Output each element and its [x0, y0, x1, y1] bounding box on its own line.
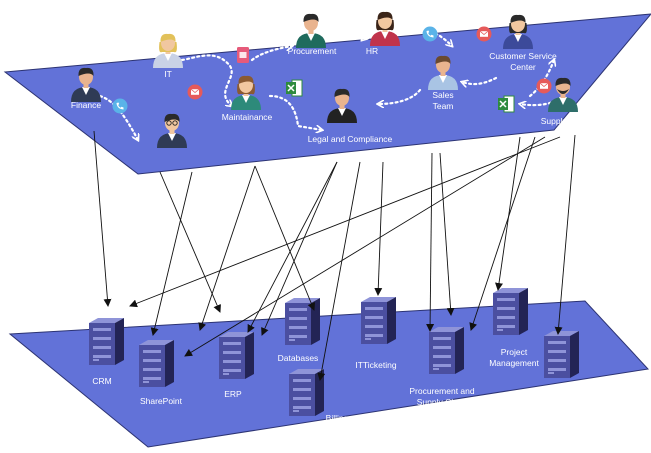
- mail-icon: [187, 84, 203, 100]
- system-crm: CRM: [89, 318, 124, 386]
- server-icon: [289, 369, 324, 416]
- server-icon: [89, 318, 124, 365]
- connection-maintainance-to-databases: [254, 165, 316, 311]
- department-label: Supply Chain: [541, 116, 592, 126]
- system-databases: Databases: [278, 298, 320, 363]
- mail-icon: [536, 78, 552, 94]
- department-label: Legal and Compliance: [308, 134, 393, 144]
- connection-legal-to-itticketing: [374, 161, 384, 296]
- system-hr-system: HR: [544, 331, 579, 400]
- person-icon: [428, 55, 458, 90]
- server-icon: [285, 298, 320, 345]
- workflow-path: [268, 94, 322, 130]
- communication-icons: [112, 26, 552, 114]
- department-label: Sales: [432, 90, 453, 100]
- departments: Finance IT Procurement HR Customer ServiceCe…: [71, 11, 592, 148]
- mail-icon: [476, 26, 492, 42]
- connections: [93, 130, 576, 381]
- connection-sales-to-procurement-supply: [439, 152, 455, 316]
- person-icon: [503, 14, 533, 49]
- system-label: ITTicketing: [355, 360, 397, 370]
- system-billing: Billing: [289, 369, 349, 423]
- department-finance-assistant: [157, 113, 187, 148]
- connection-supply-chain-to-procurement-supply: [469, 136, 536, 331]
- connection-legal-to-sharepoint: [247, 161, 338, 333]
- department-label: HR: [366, 46, 378, 56]
- system-label: HR: [551, 390, 563, 400]
- system-label: Billing: [326, 413, 349, 423]
- person-icon: [370, 11, 400, 46]
- person-icon: [153, 33, 183, 68]
- connection-supply-chain-to-crm: [129, 136, 561, 308]
- system-erp: ERP: [219, 332, 254, 399]
- phone-icon: [112, 98, 128, 114]
- person-icon: [231, 75, 261, 110]
- connection-supply-chain-to-project-management: [495, 136, 521, 291]
- system-sharepoint: SharePoint: [139, 340, 183, 406]
- system-label: Project: [501, 347, 528, 357]
- spreadsheet-icon: [498, 95, 515, 113]
- connection-legal-to-billing: [317, 161, 361, 381]
- department-label: Center: [510, 62, 536, 72]
- spreadsheet-icon: [286, 79, 303, 97]
- phone-icon: [422, 26, 438, 42]
- department-it: IT: [153, 33, 183, 79]
- system-itticketing: ITTicketing: [355, 297, 397, 370]
- person-icon: [296, 13, 326, 48]
- workflow-path: [378, 88, 422, 104]
- department-procurement: Procurement: [288, 13, 337, 56]
- system-label: ERP: [224, 389, 242, 399]
- connection-finance-assistant-to-sharepoint: [150, 171, 193, 336]
- department-label: Finance: [71, 100, 102, 110]
- connection-sales-to-procurement-supply: [426, 152, 435, 332]
- system-label: SharePoint: [140, 396, 183, 406]
- departments-layer-plane: [3, 13, 651, 175]
- system-label: Procurement and: [409, 386, 474, 396]
- department-hr: HR: [366, 11, 400, 56]
- system-label: Supply Chain: [417, 397, 468, 407]
- server-icon: [544, 331, 579, 378]
- workflow-path: [520, 96, 562, 105]
- system-label: CRM: [92, 376, 111, 386]
- workflow-path: [180, 54, 232, 106]
- connection-maintainance-to-erp: [198, 165, 256, 331]
- department-label: Team: [433, 101, 454, 111]
- document-icon: [237, 47, 249, 63]
- server-icon: [361, 297, 396, 344]
- connection-supply-chain-to-sharepoint: [184, 136, 546, 357]
- person-icon: [71, 67, 101, 102]
- workflow-path: [462, 76, 498, 84]
- system-label: Management: [489, 358, 539, 368]
- department-finance: Finance: [71, 67, 102, 110]
- server-icon: [429, 327, 464, 374]
- department-legal: Legal and Compliance: [308, 88, 393, 144]
- server-icon: [139, 340, 174, 387]
- connection-legal-to-erp: [261, 161, 338, 336]
- department-supply-chain: Supply Chain: [541, 77, 592, 126]
- server-icon: [493, 288, 528, 335]
- connection-finance-to-crm: [93, 130, 112, 307]
- person-icon: [157, 113, 187, 148]
- workflow-path: [328, 30, 363, 40]
- workflow-path: [250, 46, 292, 62]
- connection-finance-assistant-to-erp: [159, 171, 221, 313]
- department-label: Procurement: [288, 46, 337, 56]
- system-label: Databases: [278, 353, 319, 363]
- server-icon: [219, 332, 254, 379]
- department-label: IT: [164, 69, 172, 79]
- connection-supply-chain-to-hr-system: [554, 134, 576, 335]
- person-icon: [327, 88, 357, 123]
- department-maintainance: Maintainance: [222, 75, 273, 122]
- person-icon: [548, 77, 578, 112]
- department-label: Customer Service: [489, 51, 557, 61]
- department-label: Maintainance: [222, 112, 273, 122]
